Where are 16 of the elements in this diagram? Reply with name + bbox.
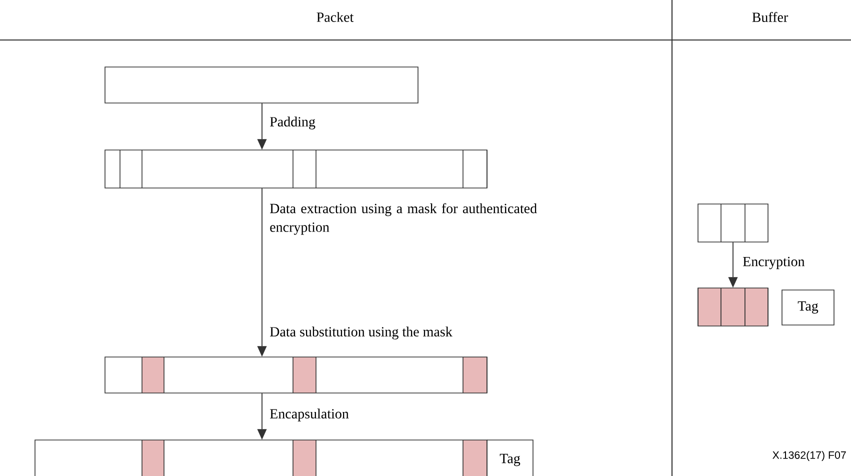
bar bbox=[104, 356, 488, 394]
edge-label: Data substitution using the mask bbox=[270, 326, 452, 340]
tag-box: Tag bbox=[782, 290, 834, 326]
figure-id: X.1362(17) F07 bbox=[772, 451, 846, 461]
edge-label: Encryption bbox=[743, 256, 805, 270]
bar bbox=[698, 204, 768, 242]
column-heading: Packet bbox=[316, 12, 354, 22]
bar bbox=[698, 288, 768, 326]
bar bbox=[104, 150, 488, 188]
tag-box: Tag bbox=[486, 440, 534, 476]
bar bbox=[34, 440, 488, 476]
bar bbox=[104, 66, 418, 104]
step-description: Data extraction using a mask for authenticated encryption bbox=[270, 203, 537, 235]
column-heading: Buffer bbox=[752, 12, 788, 22]
edge-label: Encapsulation bbox=[270, 408, 349, 422]
edge-label: Padding bbox=[270, 116, 316, 130]
